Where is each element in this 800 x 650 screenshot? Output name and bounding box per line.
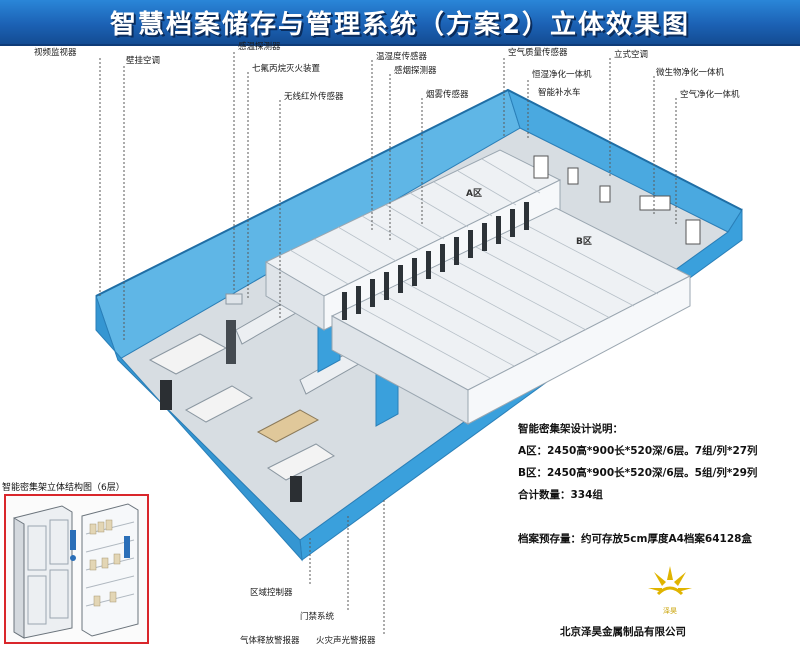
title-banner: 智慧档案储存与管理系统（方案2）立体效果图 [0,0,800,46]
spec-zone-a: A区：2450高*900长*520深/6层。7组/列*27列 [518,445,758,457]
callout-gas-alarm: 气体释放警报器 [240,636,300,646]
callout-microbe-purifier: 微生物净化一体机 [656,68,725,78]
company-name: 北京泽昊金属制品有限公司 [560,626,686,638]
office-area [148,293,335,502]
callout-access-control: 门禁系统 [300,612,335,622]
spec-zone-b: B区：2450高*900长*520深/6层。5组/列*29列 [518,467,758,479]
wall-equipment [533,155,701,245]
sun-logo-icon [648,566,692,596]
callout-water-cart: 智能补水车 [538,88,581,98]
callout-smoke-probe: 感烟探测器 [394,66,437,76]
callout-sound-light-alarm: 火灾声光警报器 [316,636,376,646]
page-title: 智慧档案储存与管理系统（方案2）立体效果图 [109,10,691,40]
callout-th-sensor: 温湿度传感器 [376,52,428,62]
callout-vertical-ac: 立式空调 [614,50,649,60]
spec-block: 智能密集架设计说明： A区：2450高*900长*520深/6层。7组/列*27… [518,418,798,550]
callout-infrared-sensor: 无线红外传感器 [284,92,344,102]
callout-purifier-const: 恒湿净化一体机 [532,70,592,80]
spec-total: 合计数量：334组 [518,489,603,501]
zone-a-label: A区 [466,188,482,199]
callout-wall-ac: 壁挂空调 [126,56,161,66]
callout-smoke-sensor: 烟雾传感器 [426,90,469,100]
callout-temp-probe: 感温探测器 [238,42,281,52]
spec-capacity: 档案预存量：约可存放5cm厚度A4档案64128盒 [518,533,752,545]
rack-zone-b: B区 [330,207,692,425]
callout-air-purifier: 空气净化一体机 [680,90,740,100]
structure-caption: 智能密集架立体结构图（6层） [2,483,125,493]
wall-front-left [95,295,303,562]
structure-diagram-frame [4,494,149,644]
spec-heading: 智能密集架设计说明： [518,423,623,435]
callout-zone-controller: 区域控制器 [250,588,293,598]
shelf-structure-illustration [13,503,139,639]
callout-video-monitor: 视频监视器 [34,48,77,58]
logo-text: 泽昊 [663,607,677,615]
callout-air-quality: 空气质量传感器 [508,48,568,58]
callout-heptafluoro-fire: 七氟丙烷灭火装置 [252,64,321,74]
rack-end-panels [342,202,529,320]
company-logo: 泽昊 [640,560,700,620]
zone-b-label: B区 [576,236,592,247]
